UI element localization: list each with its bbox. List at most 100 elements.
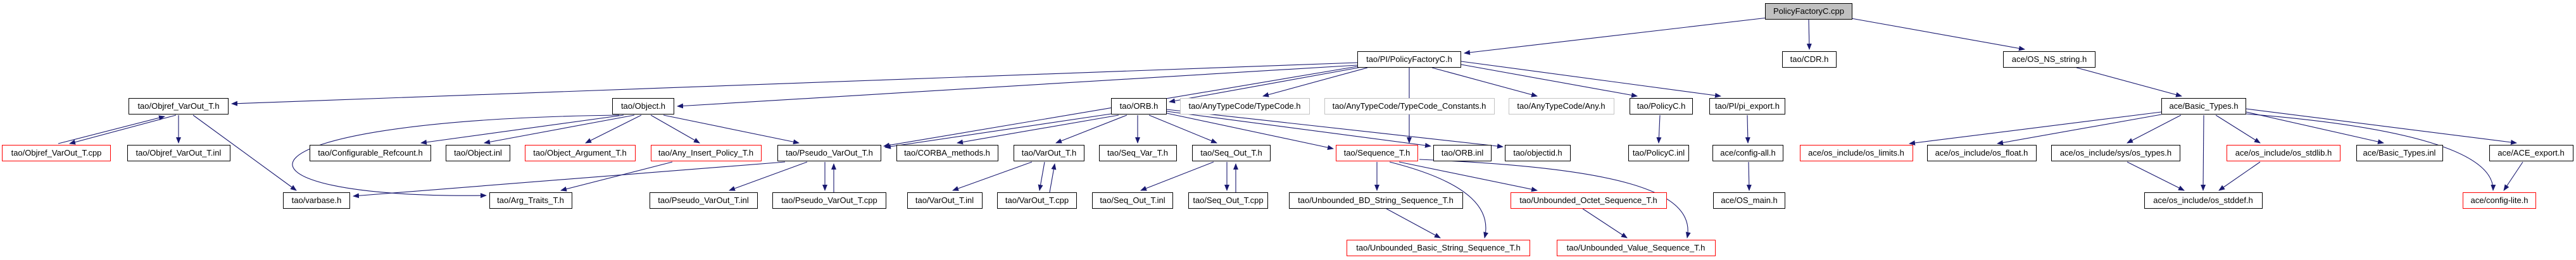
graph-node-osstdlib[interactable]: ace/os_include/os_stdlib.h: [2227, 145, 2340, 161]
graph-node-label: tao/AnyTypeCode/Any.h: [1517, 101, 1605, 111]
edge-basict-to-oslimits: [1909, 111, 2162, 145]
graph-node-pseudo_h[interactable]: tao/Pseudo_VarOut_T.h: [777, 145, 881, 161]
graph-node-policyc_inl[interactable]: tao/PolicyC.inl: [1628, 145, 1689, 161]
graph-node-label: PolicyFactoryC.cpp: [1773, 6, 1844, 16]
edge-orb_h-to-corbam: [957, 115, 1119, 145]
graph-node-cdr[interactable]: tao/CDR.h: [1782, 51, 1837, 68]
graph-node-pfch[interactable]: tao/PI/PolicyFactoryC.h: [1357, 51, 1461, 68]
graph-node-osmain[interactable]: ace/OS_main.h: [1713, 192, 1785, 209]
graph-node-basict[interactable]: ace/Basic_Types.h: [2161, 98, 2246, 115]
graph-node-ostypes[interactable]: ace/os_include/sys/os_types.h: [2051, 145, 2180, 161]
graph-node-label: ace/OS_NS_string.h: [2011, 54, 2087, 64]
graph-node-object_inl[interactable]: tao/Object.inl: [446, 145, 510, 161]
edge-objref_cpp-to-objref_h: [58, 115, 165, 144]
edge-object_h-to-objarg: [585, 115, 642, 144]
graph-node-label: tao/AnyTypeCode/TypeCode_Constants.h: [1332, 101, 1486, 111]
graph-node-label: tao/Seq_Out_T.inl: [1100, 195, 1165, 205]
graph-node-configlite[interactable]: ace/config-lite.h: [2463, 192, 2536, 209]
graph-node-uvs[interactable]: tao/Unbounded_Value_Sequence_T.h: [1556, 240, 1716, 256]
edge-seqt-to-uvs: [1419, 159, 1691, 238]
graph-node-label: tao/Objref_VarOut_T.cpp: [11, 148, 102, 158]
graph-node-label: tao/Pseudo_VarOut_T.inl: [658, 195, 749, 205]
graph-node-label: tao/ORB.h: [1119, 101, 1159, 111]
graph-node-label: tao/objectid.h: [1513, 148, 1562, 158]
edge-pfch-to-object_h: [677, 65, 1358, 109]
edge-pfch-to-objref_h: [231, 62, 1358, 106]
graph-node-seqout_cpp[interactable]: tao/Seq_Out_T.cpp: [1188, 192, 1268, 209]
graph-node-seqout_inl[interactable]: tao/Seq_Out_T.inl: [1092, 192, 1173, 209]
graph-node-configall[interactable]: ace/config-all.h: [1712, 145, 1783, 161]
edge-pfch-to-policyc_h: [1461, 64, 1638, 98]
graph-node-any[interactable]: tao/AnyTypeCode/Any.h: [1508, 98, 1614, 115]
graph-node-piexp[interactable]: tao/PI/pi_export.h: [1709, 98, 1785, 115]
edge-object_h-to-pseudo_h: [663, 115, 800, 145]
graph-node-objref_inl[interactable]: tao/Objref_VarOut_T.inl: [127, 145, 230, 161]
graph-node-label: ace/OS_main.h: [1721, 195, 1778, 205]
graph-node-varout_inl[interactable]: tao/VarOut_T.inl: [907, 192, 983, 209]
graph-node-objarg[interactable]: tao/Object_Argument_T.h: [524, 145, 636, 161]
graph-node-confref[interactable]: tao/Configurable_Refcount.h: [310, 145, 431, 161]
graph-node-uos[interactable]: tao/Unbounded_Octet_Sequence_T.h: [1510, 192, 1667, 209]
graph-node-label: ace/Basic_Types.h: [2169, 101, 2239, 111]
edge-orb_h-to-pseudo_h: [884, 113, 1112, 149]
edge-uos-to-uvs: [1582, 208, 1628, 238]
graph-node-aceexp[interactable]: ace/ACE_export.h: [2489, 145, 2573, 161]
graph-node-osstddef[interactable]: ace/os_include/os_stddef.h: [2144, 192, 2263, 209]
graph-node-label: tao/Seq_Out_T.h: [1200, 148, 1262, 158]
graph-node-ubds[interactable]: tao/Unbounded_BD_String_Sequence_T.h: [1288, 192, 1463, 209]
graph-node-label: tao/PolicyC.inl: [1632, 148, 1685, 158]
graph-node-label: tao/ORB.inl: [1441, 148, 1484, 158]
graph-node-label: ace/config-all.h: [1720, 148, 1776, 158]
graph-node-seqvar[interactable]: tao/Seq_Var_T.h: [1098, 145, 1177, 161]
edge-object_h-to-object_inl: [484, 115, 635, 145]
graph-node-basict_inl[interactable]: ace/Basic_Types.inl: [2356, 145, 2443, 161]
graph-node-label: tao/CDR.h: [1790, 54, 1829, 64]
edge-object_h-to-anyins: [650, 115, 700, 144]
edge-basict-to-aceexp: [2246, 108, 2517, 145]
graph-node-label: tao/Pseudo_VarOut_T.h: [786, 148, 873, 158]
edge-ostypes-to-osstddef: [2127, 161, 2185, 191]
graph-node-label: tao/Arg_Traits_T.h: [497, 195, 564, 205]
graph-node-objref_cpp[interactable]: tao/Objref_VarOut_T.cpp: [2, 145, 111, 161]
graph-node-tcc[interactable]: tao/AnyTypeCode/TypeCode_Constants.h: [1324, 98, 1495, 115]
graph-node-label: ace/os_include/os_float.h: [1935, 148, 2028, 158]
edge-piexp-to-configall: [1745, 115, 1750, 144]
edge-pfch-to-piexp: [1461, 61, 1721, 98]
graph-node-label: tao/Pseudo_VarOut_T.cpp: [781, 195, 877, 205]
graph-node-label: ace/ACE_export.h: [2497, 148, 2565, 158]
edge-basict-to-configlite: [2246, 113, 2496, 191]
graph-node-varbase[interactable]: tao/varbase.h: [283, 192, 350, 209]
graph-node-seqout_h[interactable]: tao/Seq_Out_T.h: [1192, 145, 1271, 161]
graph-node-osns[interactable]: ace/OS_NS_string.h: [2003, 51, 2095, 68]
graph-node-label: tao/VarOut_T.cpp: [1005, 195, 1069, 205]
graph-node-argtraits[interactable]: tao/Arg_Traits_T.h: [489, 192, 572, 209]
graph-node-tc[interactable]: tao/AnyTypeCode/TypeCode.h: [1179, 98, 1310, 115]
graph-node-label: tao/AnyTypeCode/TypeCode.h: [1188, 101, 1301, 111]
edge-basict-to-osstdlib: [2215, 115, 2261, 144]
graph-node-objref_h[interactable]: tao/Objref_VarOut_T.h: [129, 98, 229, 115]
graph-node-pseudo_inl[interactable]: tao/Pseudo_VarOut_T.inl: [649, 192, 758, 209]
edge-pseudo_h-to-pseudo_inl: [729, 161, 808, 191]
graph-node-orb_inl[interactable]: tao/ORB.inl: [1433, 145, 1492, 161]
graph-node-orb_h[interactable]: tao/ORB.h: [1111, 98, 1167, 115]
graph-node-object_h[interactable]: tao/Object.h: [612, 98, 674, 115]
graph-node-seqt[interactable]: tao/Sequence_T.h: [1336, 145, 1418, 161]
graph-node-label: tao/Unbounded_Basic_String_Sequence_T.h: [1356, 243, 1521, 252]
graph-node-label: tao/Objref_VarOut_T.inl: [135, 148, 222, 158]
graph-node-policyc_h[interactable]: tao/PolicyC.h: [1630, 98, 1693, 115]
graph-node-varout_h[interactable]: tao/VarOut_T.h: [1014, 145, 1084, 161]
graph-node-anyins[interactable]: tao/Any_Insert_Policy_T.h: [650, 145, 762, 161]
graph-node-corbam[interactable]: tao/CORBA_methods.h: [896, 145, 998, 161]
graph-node-ubss[interactable]: tao/Unbounded_Basic_String_Sequence_T.h: [1347, 240, 1530, 256]
edge-orb_h-to-varout_h: [1055, 115, 1128, 144]
graph-node-oslimits[interactable]: ace/os_include/os_limits.h: [1799, 145, 1913, 161]
graph-node-objectid[interactable]: tao/objectid.h: [1505, 145, 1571, 161]
graph-node-label: tao/Seq_Var_T.h: [1107, 148, 1168, 158]
graph-node-label: tao/Unbounded_Octet_Sequence_T.h: [1519, 195, 1657, 205]
graph-node-label: tao/Any_Insert_Policy_T.h: [658, 148, 754, 158]
graph-node-varout_cpp[interactable]: tao/VarOut_T.cpp: [997, 192, 1077, 209]
edge-osns-to-basict: [2076, 67, 2182, 97]
graph-node-pseudo_cpp[interactable]: tao/Pseudo_VarOut_T.cpp: [772, 192, 886, 209]
graph-node-osfloat[interactable]: ace/os_include/os_float.h: [1926, 145, 2037, 161]
